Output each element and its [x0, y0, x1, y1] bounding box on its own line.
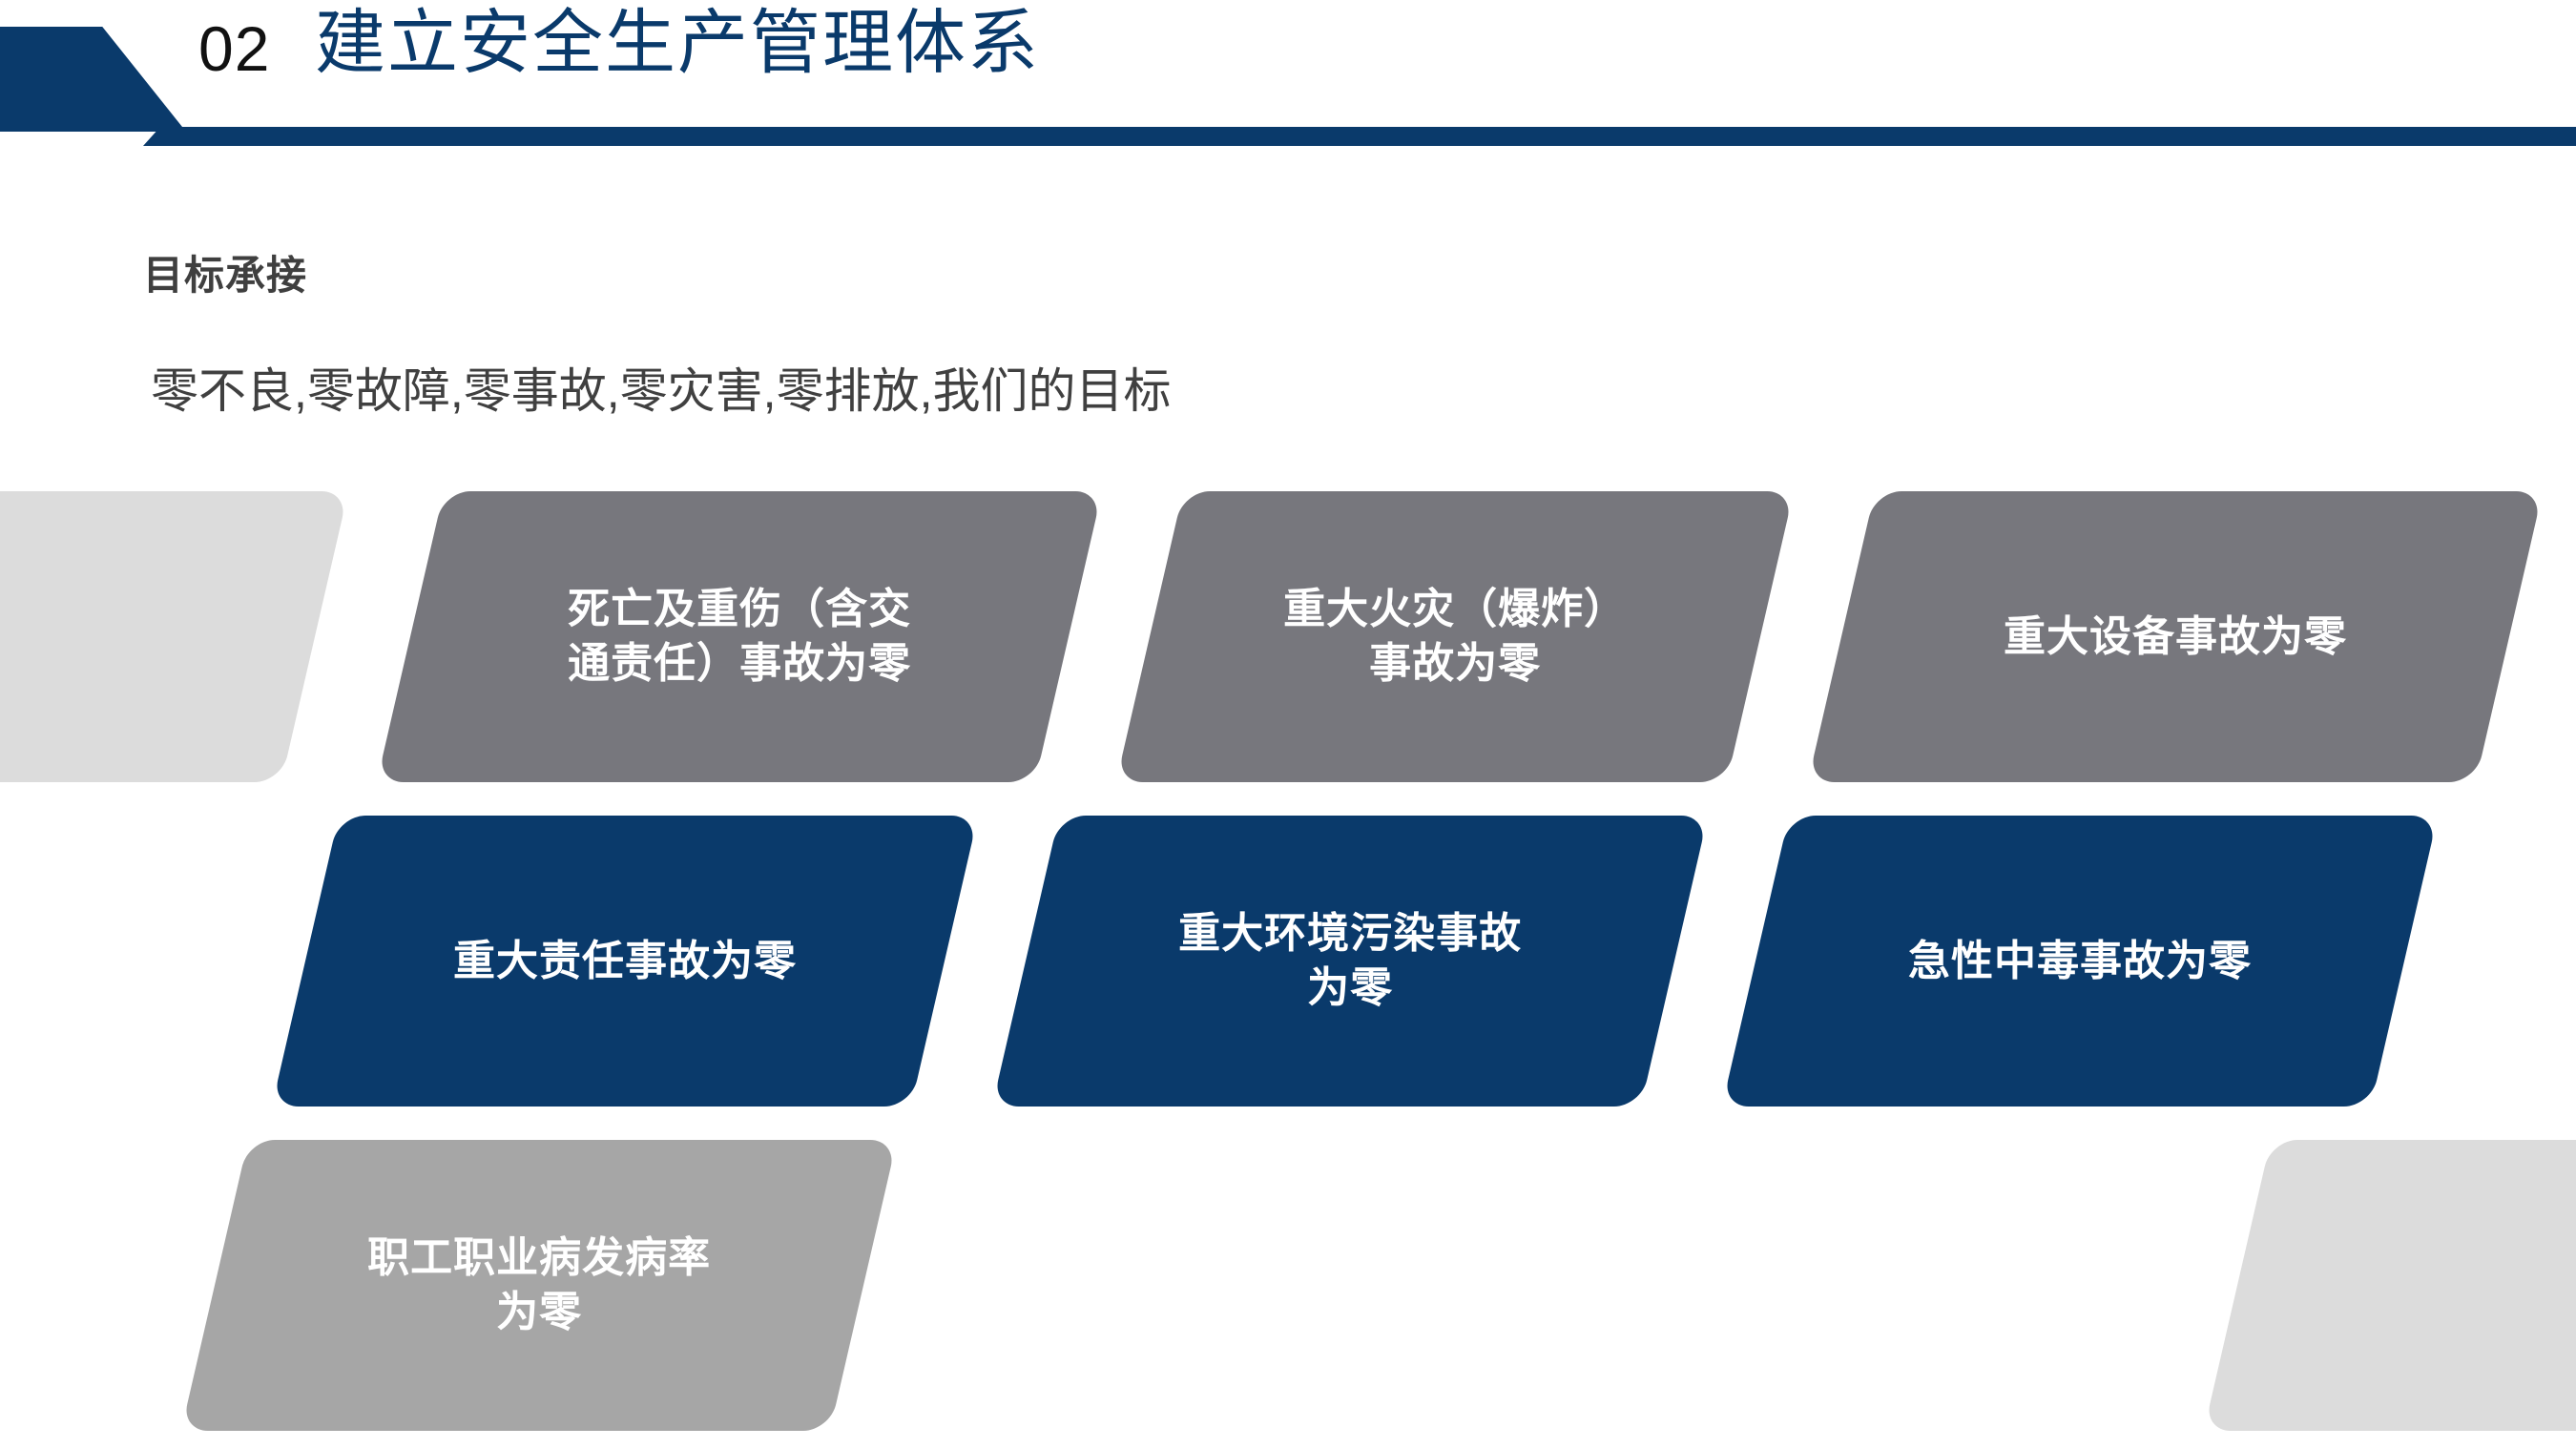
goal-chevron-item[interactable]: 重大环境污染事故 为零 — [991, 816, 1709, 1107]
section-label: 目标承接 — [143, 253, 308, 298]
goal-chevron-item[interactable]: 重大火灾（爆炸） 事故为零 — [1115, 491, 1795, 782]
goal-chevron-label: 重大火灾（爆炸） 事故为零 — [1283, 586, 1627, 688]
goal-chevron-decorative — [0, 491, 349, 782]
goal-chevron-label: 重大设备事故为零 — [2004, 612, 2347, 660]
page-title: 建立安全生产管理体系 — [315, 3, 1040, 82]
goal-chevron-item[interactable]: 重大设备事故为零 — [1807, 491, 2544, 782]
goal-chevron-label: 职工职业病发病率 为零 — [367, 1234, 711, 1336]
goal-chevron-label: 重大环境污染事故 为零 — [1178, 910, 1522, 1012]
goal-chevron-label: 死亡及重伤（含交 通责任）事故为零 — [568, 586, 911, 688]
goal-chevron-item[interactable]: 重大责任事故为零 — [271, 816, 979, 1107]
goal-chevron-item[interactable]: 死亡及重伤（含交 通责任）事故为零 — [376, 491, 1103, 782]
header-section-number: 02 — [198, 13, 271, 84]
goal-chevron-item[interactable]: 急性中毒事故为零 — [1721, 816, 2439, 1107]
goal-chevron-decorative — [2203, 1140, 2576, 1431]
goal-chevron-label: 重大责任事故为零 — [453, 937, 797, 984]
section-subtitle: 零不良,零故障,零事故,零灾害,零排放,我们的目标 — [151, 364, 1172, 418]
goal-chevron-label: 急性中毒事故为零 — [1908, 937, 2252, 984]
slide-header: 02 建立安全生产管理体系 — [0, 0, 2576, 153]
goal-chevron-item[interactable]: 职工职业病发病率 为零 — [180, 1140, 898, 1431]
header-divider-rule — [143, 127, 2576, 146]
